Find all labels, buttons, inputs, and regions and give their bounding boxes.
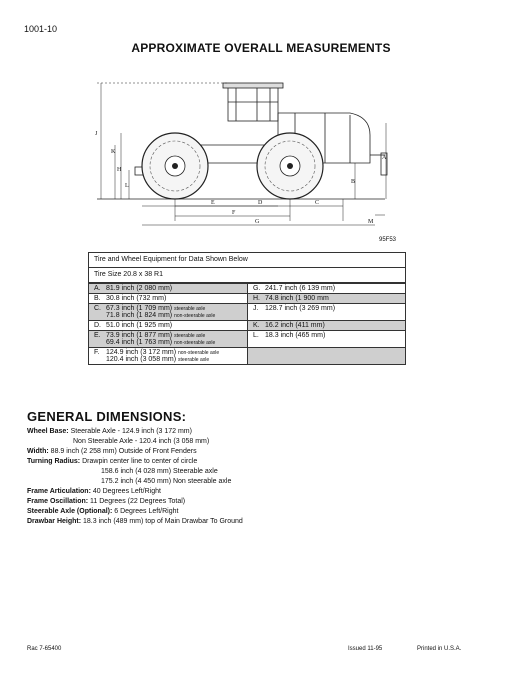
hood-outline (277, 112, 371, 164)
note: steerable axle (174, 333, 206, 339)
tractor-dimension-drawing: J K H L A B E D C F G M (95, 82, 388, 226)
frame-oscillation-value: 11 Degrees (22 Degrees Total) (90, 498, 186, 505)
turning-radius-desc: Drawpin center line to center of circle (82, 458, 198, 465)
turning-radius-non-steerable: 175.2 inch (4 450 mm) Non steerable axle (101, 478, 232, 485)
note: non-steerable axle (178, 350, 220, 356)
label-a: A (382, 155, 387, 161)
general-dimensions-body: Wheel Base: Steerable Axle - 124.9 inch … (27, 427, 243, 527)
value: 81.9 inch (2 080 mm) (106, 285, 173, 292)
letter: K. (253, 322, 260, 329)
value: 128.7 inch (3 269 mm) (265, 305, 336, 312)
value: 71.8 inch (1 824 mm) (106, 312, 173, 319)
width-label: Width: (27, 448, 49, 455)
label-f: F (232, 210, 236, 216)
label-d: D (258, 200, 263, 206)
turning-radius-steerable: 158.6 inch (4 028 mm) Steerable axle (101, 468, 218, 475)
width-value: 88.9 inch (2 258 mm) Outside of Front Fe… (50, 448, 197, 455)
value: 67.3 inch (1 709 mm) (106, 305, 173, 312)
note: non-steerable axle (174, 340, 216, 346)
tire-size: Tire Size 20.8 x 38 R1 (89, 268, 405, 283)
value: 51.0 inch (1 925 mm) (106, 322, 173, 329)
label-k: K (111, 149, 116, 155)
value: 74.8 inch (1 900 mm (265, 295, 329, 302)
empty-cell (247, 348, 405, 364)
label-b: B (351, 179, 355, 185)
table-row: B. 30.8 inch (732 mm) H. 74.8 inch (1 900 … (89, 293, 405, 303)
wheel-base-steerable: Steerable Axle - 124.9 inch (3 172 mm) (70, 428, 192, 435)
drawbar-height-value: 18.3 inch (489 mm) top of Main Drawbar T… (83, 518, 243, 525)
letter: C. (94, 305, 101, 312)
frame-oscillation-label: Frame Oscillation: (27, 498, 89, 505)
turning-radius-label: Turning Radius: (27, 458, 81, 465)
value: 241.7 inch (6 139 mm) (265, 285, 336, 292)
letter: G. (253, 285, 261, 292)
table-row: E. 73.9 inch (1 877 mm) steerable axle 69… (89, 330, 405, 347)
note: steerable axle (178, 357, 210, 363)
letter: L. (253, 332, 259, 339)
label-c: C (315, 200, 319, 206)
footer-printed: Printed in U.S.A. (417, 646, 462, 652)
footer-issued: Issued 11-95 (348, 646, 383, 652)
letter: H. (253, 295, 260, 302)
value: 16.2 inch (411 mm) (265, 322, 325, 329)
value: 120.4 inch (3 058 mm) (106, 356, 177, 363)
value: 18.3 inch (465 mm) (265, 332, 326, 339)
front-wheel (256, 132, 324, 200)
figure-id: 95F53 (379, 237, 397, 243)
page-title: APPROXIMATE OVERALL MEASUREMENTS (131, 41, 391, 55)
table-row: F. 124.9 inch (3 172 mm) non-steerable ax… (89, 347, 405, 364)
label-l: L (125, 183, 129, 189)
steerable-axle-value: 6 Degrees Left/Right (114, 508, 179, 515)
drawbar-height-label: Drawbar Height: (27, 518, 82, 525)
label-m: M (368, 219, 374, 225)
label-j: J (95, 131, 98, 137)
frame-articulation-value: 40 Degrees Left/Right (92, 488, 161, 495)
value: 30.8 inch (732 mm) (106, 295, 167, 302)
frame-articulation-label: Frame Articulation: (27, 488, 91, 495)
letter: A. (94, 285, 101, 292)
label-e: E (211, 200, 215, 206)
letter: F. (94, 349, 100, 356)
value: 73.9 inch (1 877 mm) (106, 332, 173, 339)
table-row: A. 81.9 inch (2 080 mm) G. 241.7 inch (6 1… (89, 283, 405, 293)
label-g: G (255, 219, 260, 225)
note: non-steerable axle (174, 313, 216, 319)
letter: E. (94, 332, 101, 339)
table-header: Tire and Wheel Equipment for Data Shown … (89, 253, 405, 268)
table-row: D. 51.0 inch (1 925 mm) K. 16.2 inch (411 … (89, 320, 405, 330)
label-h: H (117, 167, 122, 173)
value: 69.4 inch (1 763 mm) (106, 339, 173, 346)
letter: J. (253, 305, 259, 312)
rear-wheel (141, 132, 209, 200)
cab-outline (227, 86, 279, 122)
page-number: 1001-10 (24, 24, 58, 34)
table-row: C. 67.3 inch (1 709 mm) steerable axle 71… (89, 303, 405, 320)
letter: D. (94, 322, 101, 329)
wheel-base-label: Wheel Base: (27, 428, 69, 435)
footer-doc-number: Rac 7-65400 (27, 646, 62, 652)
letter: B. (94, 295, 101, 302)
general-dimensions-title: GENERAL DIMENSIONS: (27, 409, 187, 424)
wheel-base-non-steerable: Non Steerable Axle - 120.4 inch (3 058 m… (73, 438, 210, 445)
spec-table: Tire and Wheel Equipment for Data Shown … (88, 252, 406, 365)
note: steerable axle (174, 306, 206, 312)
steerable-axle-label: Steerable Axle (Optional): (27, 508, 113, 515)
value: 124.9 inch (3 172 mm) (106, 349, 177, 356)
